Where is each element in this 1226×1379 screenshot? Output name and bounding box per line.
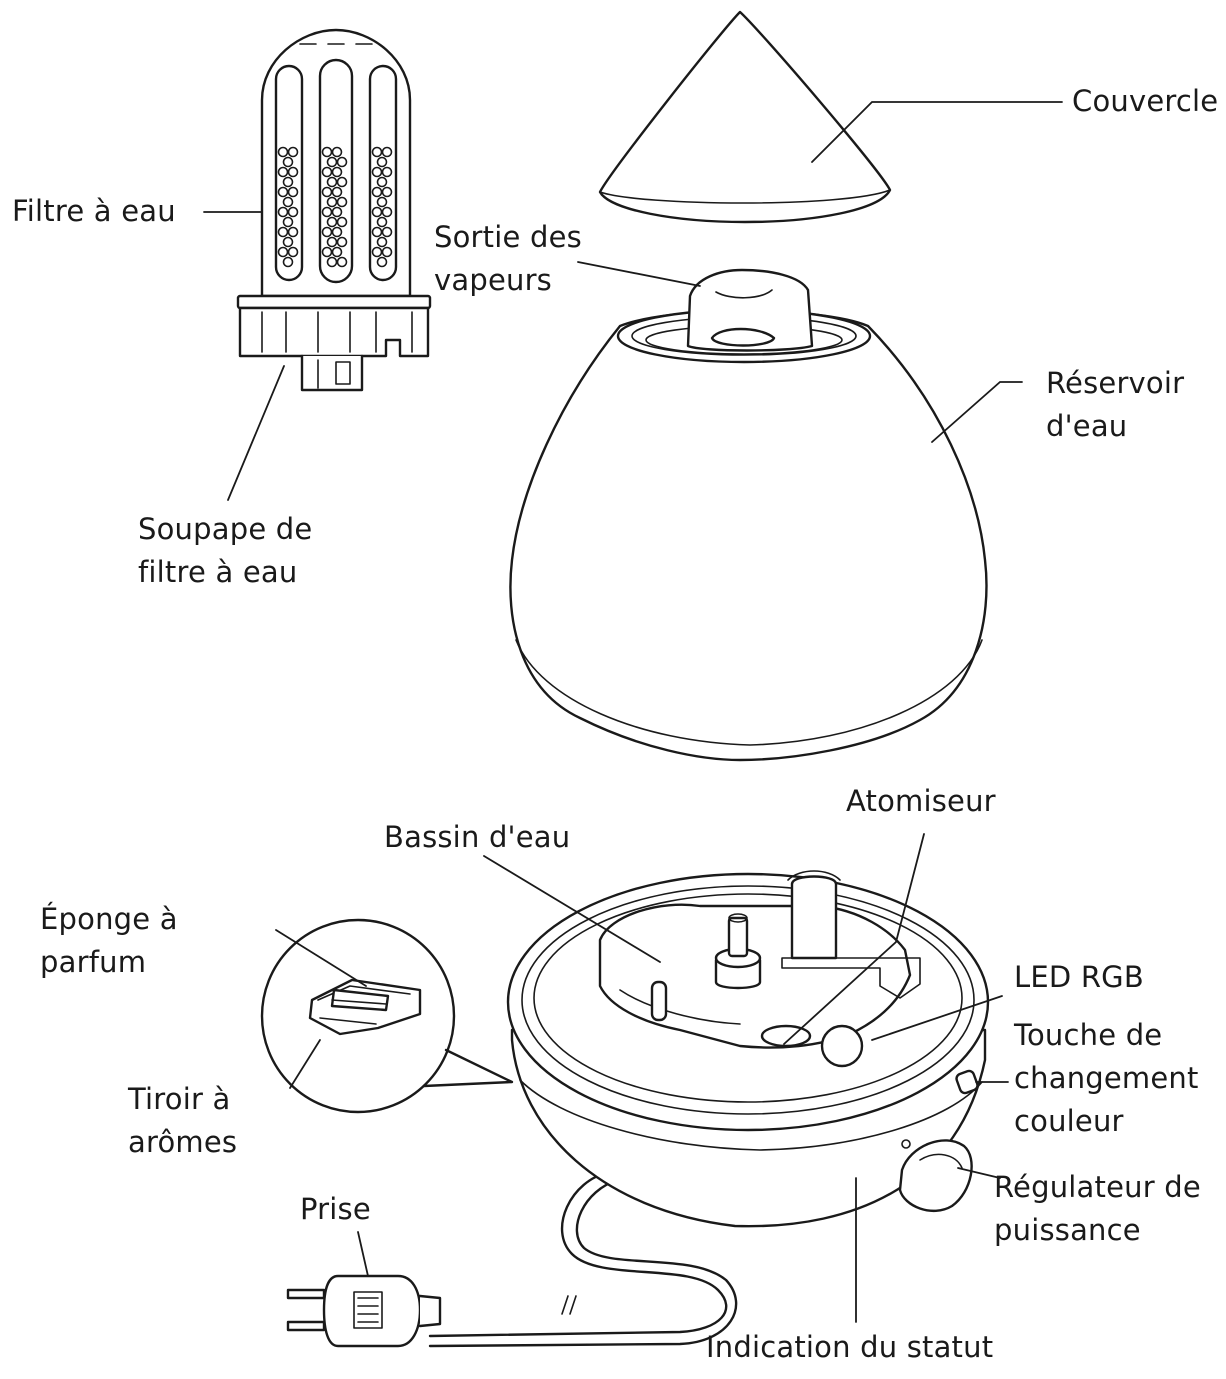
filter-bead — [331, 186, 343, 198]
filter-bead — [321, 206, 333, 218]
filter-bead — [371, 186, 383, 198]
label-couvercle: Couvercle — [1072, 84, 1219, 118]
filter-bead — [277, 226, 289, 238]
filter-bead — [371, 246, 383, 258]
filter-bead — [336, 256, 348, 268]
filter-bead — [331, 146, 343, 158]
filter-bead — [321, 166, 333, 178]
filter-bead — [326, 256, 338, 268]
filter-bead — [287, 186, 299, 198]
filter-bead — [371, 166, 383, 178]
aroma-drawer-callout — [260, 918, 514, 1114]
filter-bead — [321, 226, 333, 238]
label-prise: Prise — [300, 1192, 371, 1226]
base-unit — [286, 870, 990, 1348]
filter-bead — [376, 256, 388, 268]
label-eponge-parfum: Éponge à parfum — [40, 902, 178, 979]
filter-bead — [321, 146, 333, 158]
filter-bead — [277, 186, 289, 198]
filter-bead — [287, 226, 299, 238]
filter-bead — [287, 246, 299, 258]
filter-bead — [287, 166, 299, 178]
filter-bead — [282, 156, 294, 168]
label-filtre-eau: Filtre à eau — [12, 194, 176, 228]
filter-bead — [326, 176, 338, 188]
label-bassin-eau: Bassin d'eau — [384, 820, 571, 854]
filter-bead — [336, 176, 348, 188]
label-tiroir-aromes: Tiroir à arômes — [128, 1082, 238, 1159]
filter-bead — [381, 166, 393, 178]
filter-bead — [282, 216, 294, 228]
filter-bead — [336, 216, 348, 228]
filter-bead — [326, 156, 338, 168]
filter-bead — [282, 256, 294, 268]
label-regulateur-puissance: Régulateur de puissance — [994, 1170, 1201, 1247]
label-sortie-vapeurs: Sortie des vapeurs — [434, 220, 582, 297]
water-filter — [236, 28, 432, 392]
filter-bead — [371, 206, 383, 218]
filter-bead — [371, 226, 383, 238]
filter-bead — [321, 246, 333, 258]
filter-bead — [376, 196, 388, 208]
filter-bead — [277, 146, 289, 158]
lid-cone — [598, 10, 892, 224]
filter-bead — [376, 236, 388, 248]
filter-bead — [277, 166, 289, 178]
water-tank — [509, 268, 988, 762]
filter-bead — [376, 216, 388, 228]
label-atomiseur: Atomiseur — [846, 784, 996, 818]
filter-bead — [282, 236, 294, 248]
filter-bead — [381, 226, 393, 238]
filter-bead — [336, 156, 348, 168]
filter-bead — [376, 156, 388, 168]
filter-bead — [331, 226, 343, 238]
filter-bead — [277, 246, 289, 258]
filter-bead — [381, 186, 393, 198]
label-soupape-filtre: Soupape de filtre à eau — [138, 512, 313, 589]
filter-bead — [331, 166, 343, 178]
label-reservoir-eau: Réservoir d'eau — [1046, 366, 1185, 443]
filter-bead — [381, 146, 393, 158]
filter-bead — [277, 206, 289, 218]
filter-bead — [282, 176, 294, 188]
filter-bead — [282, 196, 294, 208]
filter-bead — [336, 196, 348, 208]
filter-bead — [336, 236, 348, 248]
filter-bead — [381, 206, 393, 218]
filter-bead — [321, 186, 333, 198]
filter-bead — [326, 236, 338, 248]
filter-bead — [331, 246, 343, 258]
filter-bead — [287, 146, 299, 158]
filter-bead — [371, 146, 383, 158]
filter-bead — [326, 216, 338, 228]
filter-bead — [287, 206, 299, 218]
filter-bead — [331, 206, 343, 218]
filter-bead — [381, 246, 393, 258]
leader-lines — [203, 101, 1063, 1323]
label-touche-couleur: Touche de changement couleur — [1014, 1018, 1199, 1138]
label-led-rgb: LED RGB — [1014, 960, 1144, 994]
filter-bead — [326, 196, 338, 208]
label-indication-statut: Indication du statut — [706, 1330, 994, 1364]
filter-bead — [376, 176, 388, 188]
